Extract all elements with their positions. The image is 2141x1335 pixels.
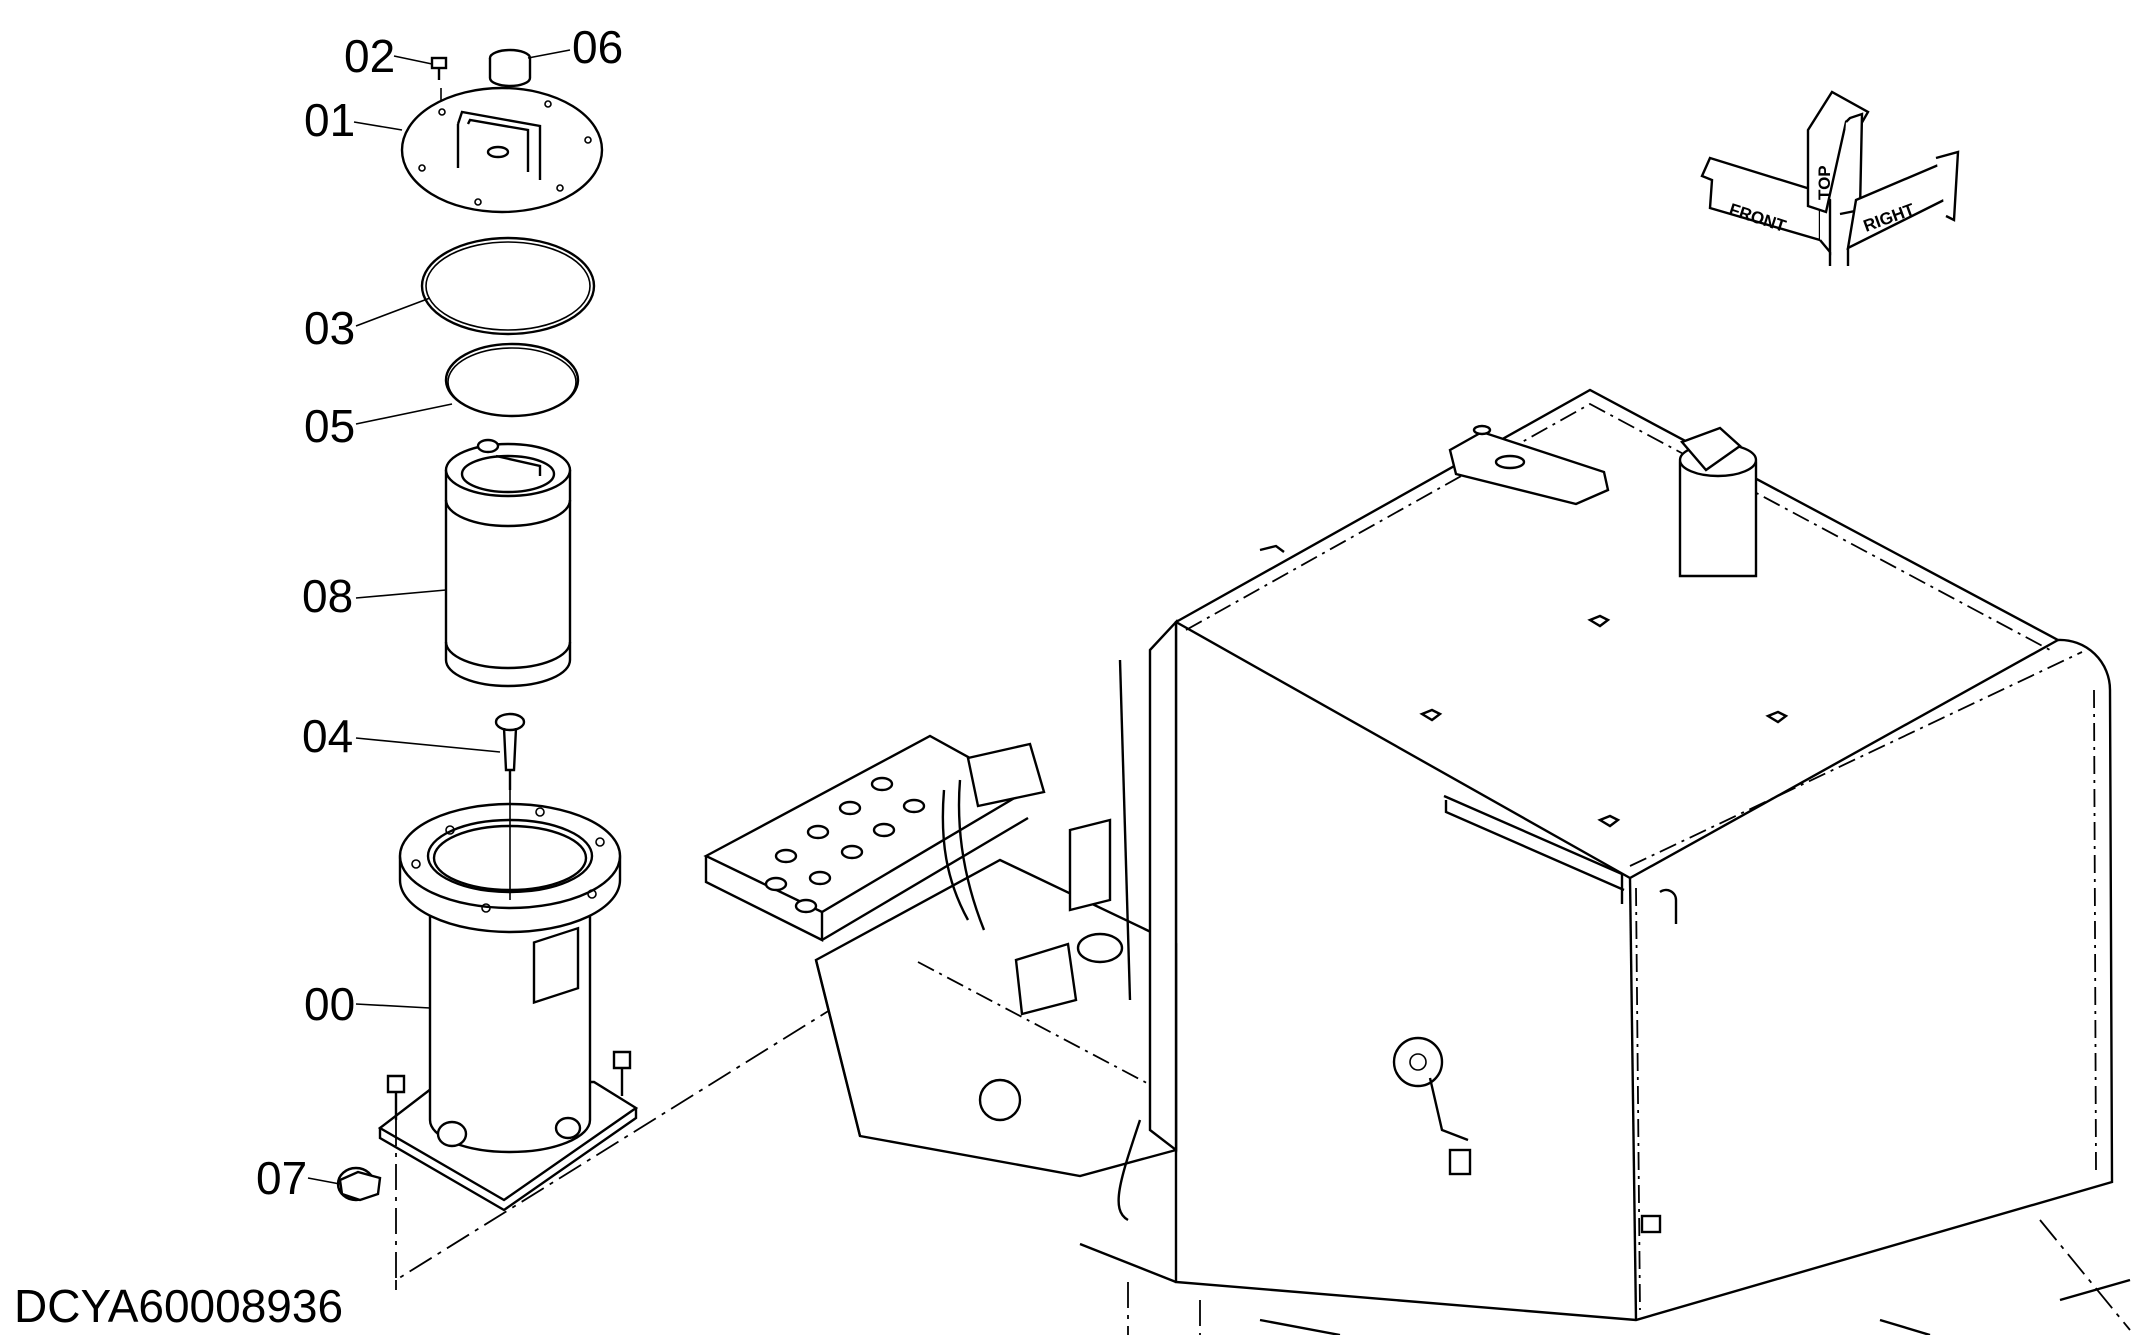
callout-04: 04 [302, 710, 353, 762]
document-id: DCYA60008936 [14, 1280, 343, 1332]
callout-labels: 02 06 01 03 05 08 04 00 07 [256, 21, 623, 1204]
cap-06 [488, 48, 532, 88]
cover-plate-01 [400, 86, 604, 214]
drain-plug-07 [336, 1166, 382, 1202]
callout-07: 07 [256, 1152, 307, 1204]
orientation-top-label: TOP [1815, 165, 1834, 200]
callout-08: 08 [302, 570, 353, 622]
snap-ring-05 [444, 342, 580, 418]
callout-05: 05 [304, 400, 355, 452]
callout-01: 01 [304, 94, 355, 146]
bolt-02 [430, 56, 448, 106]
valve-assembly [703, 618, 1178, 1222]
callout-06: 06 [572, 21, 623, 73]
filter-housing-00 [377, 790, 639, 1212]
o-ring-03 [420, 236, 596, 336]
center-rod-04 [494, 712, 526, 790]
base-frame [1079, 1219, 2131, 1335]
callout-02: 02 [344, 30, 395, 82]
callout-00: 00 [304, 978, 355, 1030]
valve-ports [764, 776, 926, 914]
tank-bolts [1419, 614, 1789, 828]
filter-element-08 [444, 438, 572, 688]
hydraulic-tank [1174, 388, 2114, 1322]
orientation-arrow-icon: FRONT TOP RIGHT [1700, 90, 1960, 266]
callout-03: 03 [304, 302, 355, 354]
leader-lines [307, 49, 571, 1185]
